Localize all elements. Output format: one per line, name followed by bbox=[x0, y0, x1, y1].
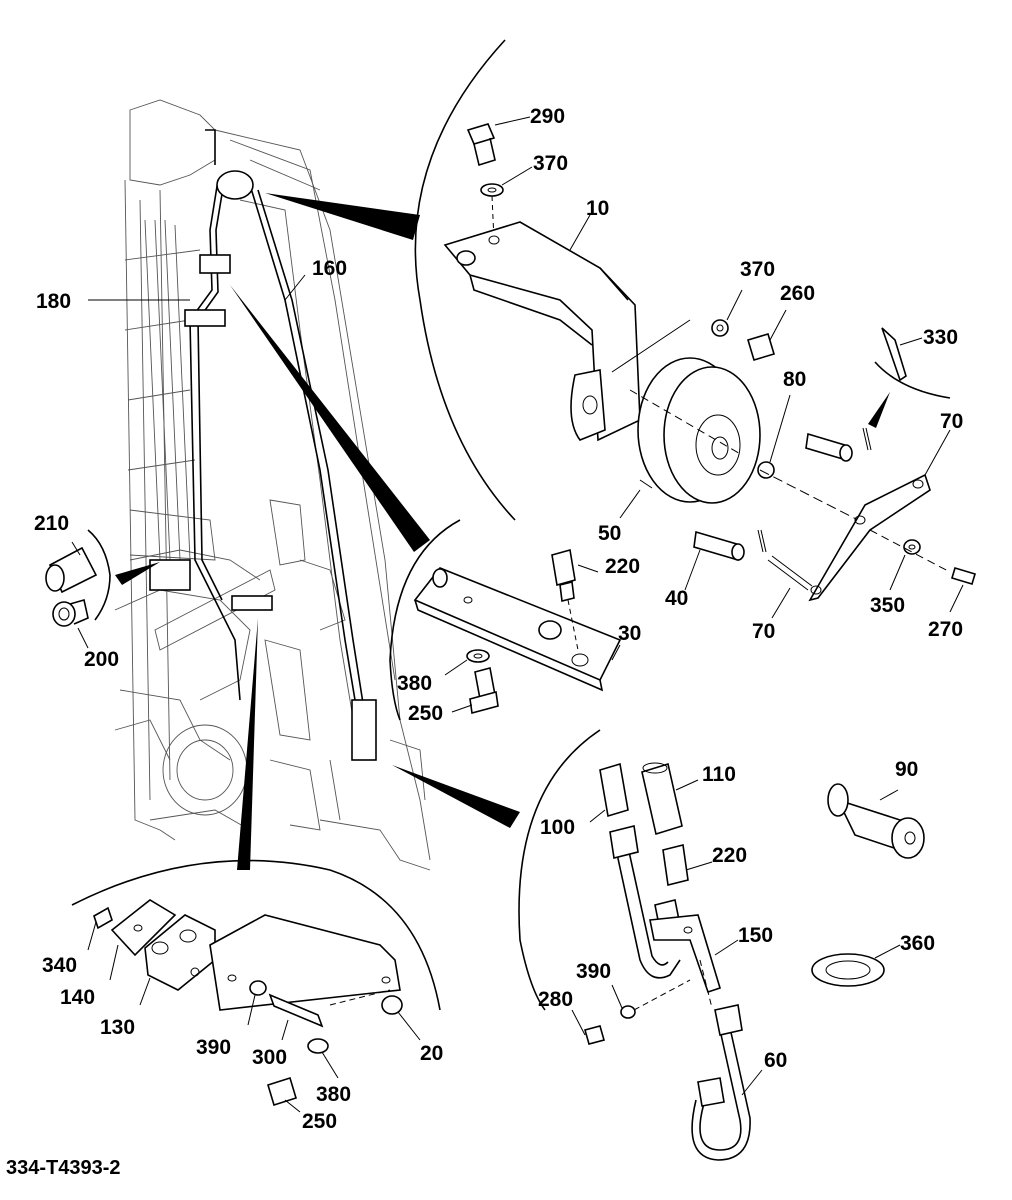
callout-140: 140 bbox=[60, 986, 95, 1009]
coupler-detail bbox=[584, 762, 925, 1161]
callout-30: 30 bbox=[618, 622, 641, 645]
callout-360: 360 bbox=[900, 932, 935, 955]
callout-280: 280 bbox=[538, 988, 573, 1011]
callout-390: 390 bbox=[576, 960, 611, 983]
callout-150: 150 bbox=[738, 924, 773, 947]
clamp-icon bbox=[199, 254, 231, 274]
callout-290: 290 bbox=[530, 105, 565, 128]
callout-200: 200 bbox=[84, 648, 119, 671]
pulley-detail bbox=[443, 123, 976, 602]
clamp-icon bbox=[184, 309, 226, 327]
callout-160: 160 bbox=[312, 257, 347, 280]
fitting-detail bbox=[45, 546, 98, 627]
callout-380: 380 bbox=[397, 672, 432, 695]
callout-labels: 290 370 10 370 260 330 80 70 50 40 70 35… bbox=[34, 105, 963, 1133]
bracket-detail bbox=[93, 899, 403, 1107]
valve-block-icon bbox=[149, 559, 191, 591]
detail-arcs bbox=[71, 39, 951, 1011]
leader-lines bbox=[71, 116, 964, 1113]
callout-250: 250 bbox=[302, 1110, 337, 1133]
clamp-icon bbox=[231, 595, 273, 611]
callout-340: 340 bbox=[42, 954, 77, 977]
callout-330: 330 bbox=[923, 326, 958, 349]
callout-100: 100 bbox=[540, 816, 575, 839]
callout-220: 220 bbox=[605, 555, 640, 578]
callout-70: 70 bbox=[940, 410, 963, 433]
pulley-mount-icon bbox=[216, 170, 254, 200]
callout-270: 270 bbox=[928, 618, 963, 641]
callout-210: 210 bbox=[34, 512, 69, 535]
callout-20: 20 bbox=[420, 1042, 443, 1065]
callout-370: 370 bbox=[740, 258, 775, 281]
callout-10: 10 bbox=[586, 197, 609, 220]
callout-130: 130 bbox=[100, 1016, 135, 1039]
callout-90: 90 bbox=[895, 758, 918, 781]
plate-detail bbox=[413, 548, 622, 715]
coupler-block-icon bbox=[351, 699, 377, 761]
drawing-id: 334-T4393-2 bbox=[6, 1157, 121, 1179]
pipe-route bbox=[149, 129, 377, 761]
callout-180: 180 bbox=[36, 290, 71, 313]
callout-70: 70 bbox=[752, 620, 775, 643]
callout-80: 80 bbox=[783, 368, 806, 391]
callout-60: 60 bbox=[764, 1049, 787, 1072]
callout-390: 390 bbox=[196, 1036, 231, 1059]
callout-40: 40 bbox=[665, 587, 688, 610]
callout-380: 380 bbox=[316, 1083, 351, 1106]
callout-370: 370 bbox=[533, 152, 568, 175]
callout-50: 50 bbox=[598, 522, 621, 545]
callout-300: 300 bbox=[252, 1046, 287, 1069]
detail-wedges bbox=[115, 193, 890, 870]
callout-110: 110 bbox=[702, 763, 736, 786]
callout-250: 250 bbox=[408, 702, 443, 725]
callout-260: 260 bbox=[780, 282, 815, 305]
callout-350: 350 bbox=[870, 594, 905, 617]
callout-220: 220 bbox=[712, 844, 747, 867]
